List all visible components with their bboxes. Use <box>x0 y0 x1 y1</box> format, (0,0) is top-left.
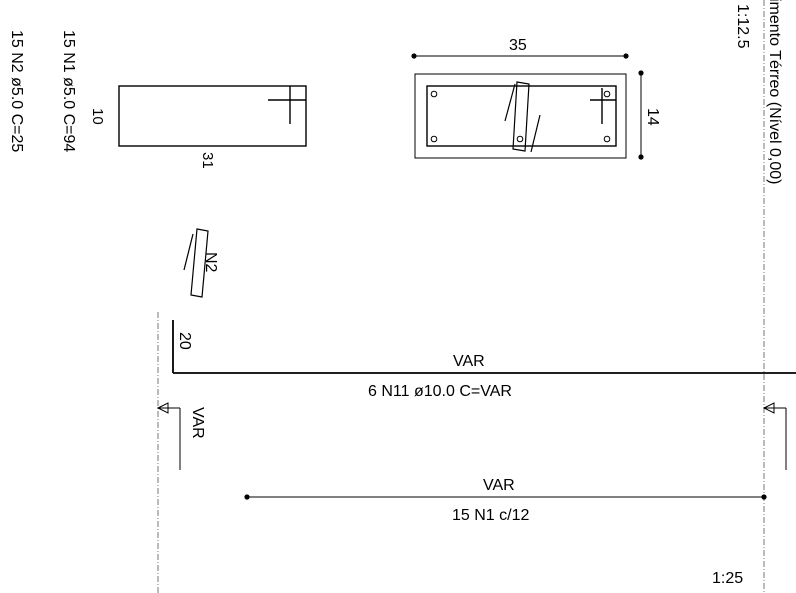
bar-n2-label: 15 N2 ø5.0 C=25 <box>8 30 25 152</box>
beam-cross-section <box>411 53 644 160</box>
distribution-spec-label: 15 N1 c/12 <box>452 507 529 524</box>
stirrup-height-label: 10 <box>89 108 106 125</box>
cut-marker-left <box>156 402 181 470</box>
stirrup-n1-shape <box>118 85 307 147</box>
hook-n2-shape <box>183 228 209 298</box>
main-bar-spec-label: 6 N11 ø10.0 C=VAR <box>368 383 512 400</box>
section-height-label: 14 <box>644 108 661 126</box>
stirrup-width-label: 31 <box>199 152 216 169</box>
distribution-length-label: VAR <box>483 477 515 494</box>
title-partial: imento Térreo (Nível 0,00) <box>766 0 783 184</box>
hook-n2-label: N2 <box>202 252 219 273</box>
cut-marker-right <box>762 402 787 470</box>
scale-label: 1:25 <box>712 570 743 587</box>
main-bar-n11 <box>172 320 796 374</box>
main-bar-length-label: VAR <box>453 353 485 370</box>
section-width-label: 35 <box>509 37 527 54</box>
title-scale-partial: C 1:12.5 <box>734 0 751 49</box>
bar-n1-label: 15 N1 ø5.0 C=94 <box>60 30 77 152</box>
main-bar-hook-label: 20 <box>176 332 193 350</box>
cut-label: VAR <box>189 407 206 439</box>
distribution-line <box>244 494 767 500</box>
